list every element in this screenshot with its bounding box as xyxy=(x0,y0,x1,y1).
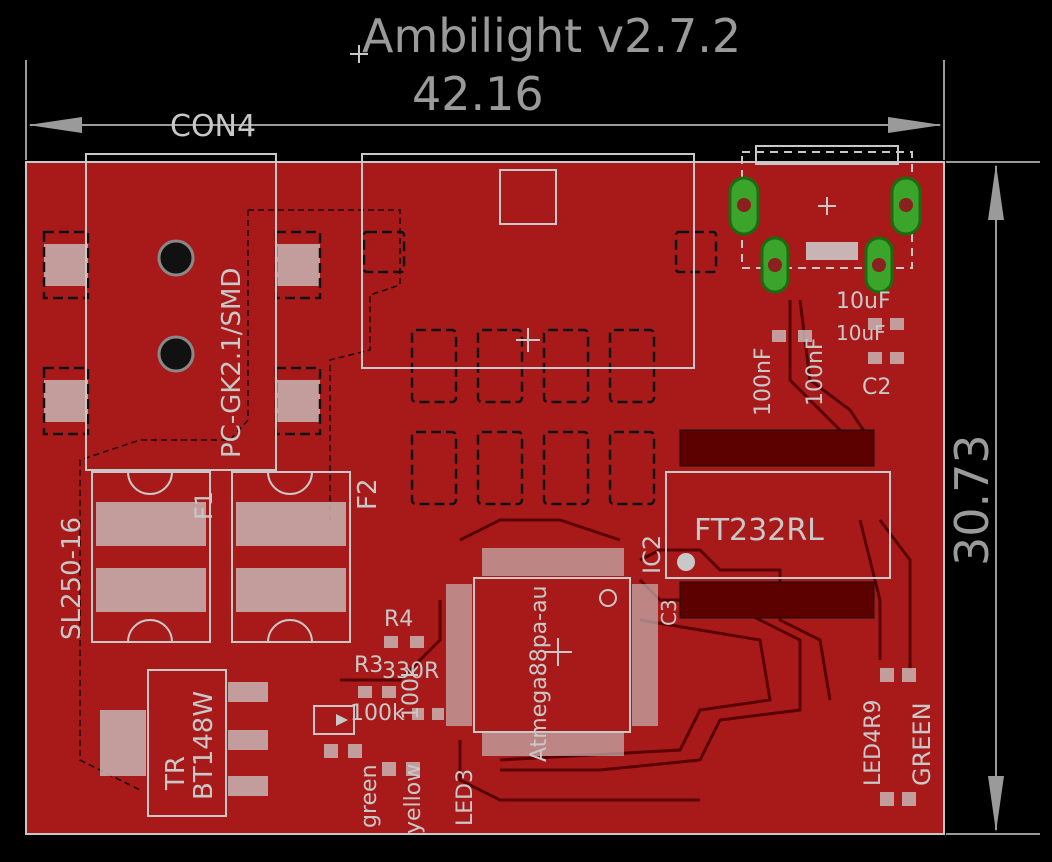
height-dimension-label: 30.73 xyxy=(945,434,999,566)
atmega-chip xyxy=(446,548,658,756)
c-100nf-label-2: 100nF xyxy=(803,337,828,406)
ic2-label: IC2 xyxy=(638,535,666,574)
con4-outline xyxy=(85,153,277,471)
regulator-outline xyxy=(361,153,695,369)
leds xyxy=(313,668,916,806)
triac xyxy=(100,669,268,817)
green-led-label: green xyxy=(357,764,382,828)
atmega-label: Atmega88pa-au xyxy=(527,585,552,762)
connector-pads xyxy=(42,230,322,436)
r-100k-label: 100k xyxy=(350,701,405,726)
fuse1-label: F1 xyxy=(190,491,218,520)
fuses xyxy=(91,471,351,643)
r3-label: R3 xyxy=(354,653,383,678)
screw-terminal-hole-2 xyxy=(157,335,195,373)
bt148-label: BT148W xyxy=(189,691,219,800)
usb-capacitors xyxy=(772,318,904,364)
c-10uf-label: 10uF xyxy=(836,289,891,314)
c-100nf-label-3: 100k xyxy=(399,665,424,720)
usb-connector xyxy=(728,145,922,294)
power-pads xyxy=(362,230,718,506)
r4-label: R4 xyxy=(384,607,413,632)
led9-label: LED4R9 xyxy=(861,700,886,786)
green-big-label: GREEN xyxy=(908,702,936,786)
c2-label: C2 xyxy=(862,375,891,400)
c3-label: C3 xyxy=(657,599,681,626)
board-title: Ambilight v2.7.2 xyxy=(362,9,741,63)
screw-terminal-hole-1 xyxy=(157,239,195,277)
led3-label: LED3 xyxy=(453,769,478,826)
width-dimension-label: 42.16 xyxy=(412,67,544,121)
c-100nf-label: 100nF xyxy=(751,347,776,416)
c-10uf-label-2: 10uF xyxy=(836,321,886,345)
resistor-array xyxy=(358,636,444,776)
r-330r-label: 330R xyxy=(382,659,439,684)
connector-part-label: PC-GK2.1/SMD xyxy=(217,268,247,458)
traces xyxy=(79,209,912,802)
ft232rl-label: FT232RL xyxy=(694,513,824,548)
yellow-led-label: yellow xyxy=(401,764,426,834)
fuse1-type-label: SL250-16 xyxy=(57,517,87,640)
con4-label: CON4 xyxy=(170,109,256,144)
ft232rl-chip xyxy=(665,429,891,619)
tr-label: TR xyxy=(161,756,191,791)
fuse2-label: F2 xyxy=(353,479,383,511)
